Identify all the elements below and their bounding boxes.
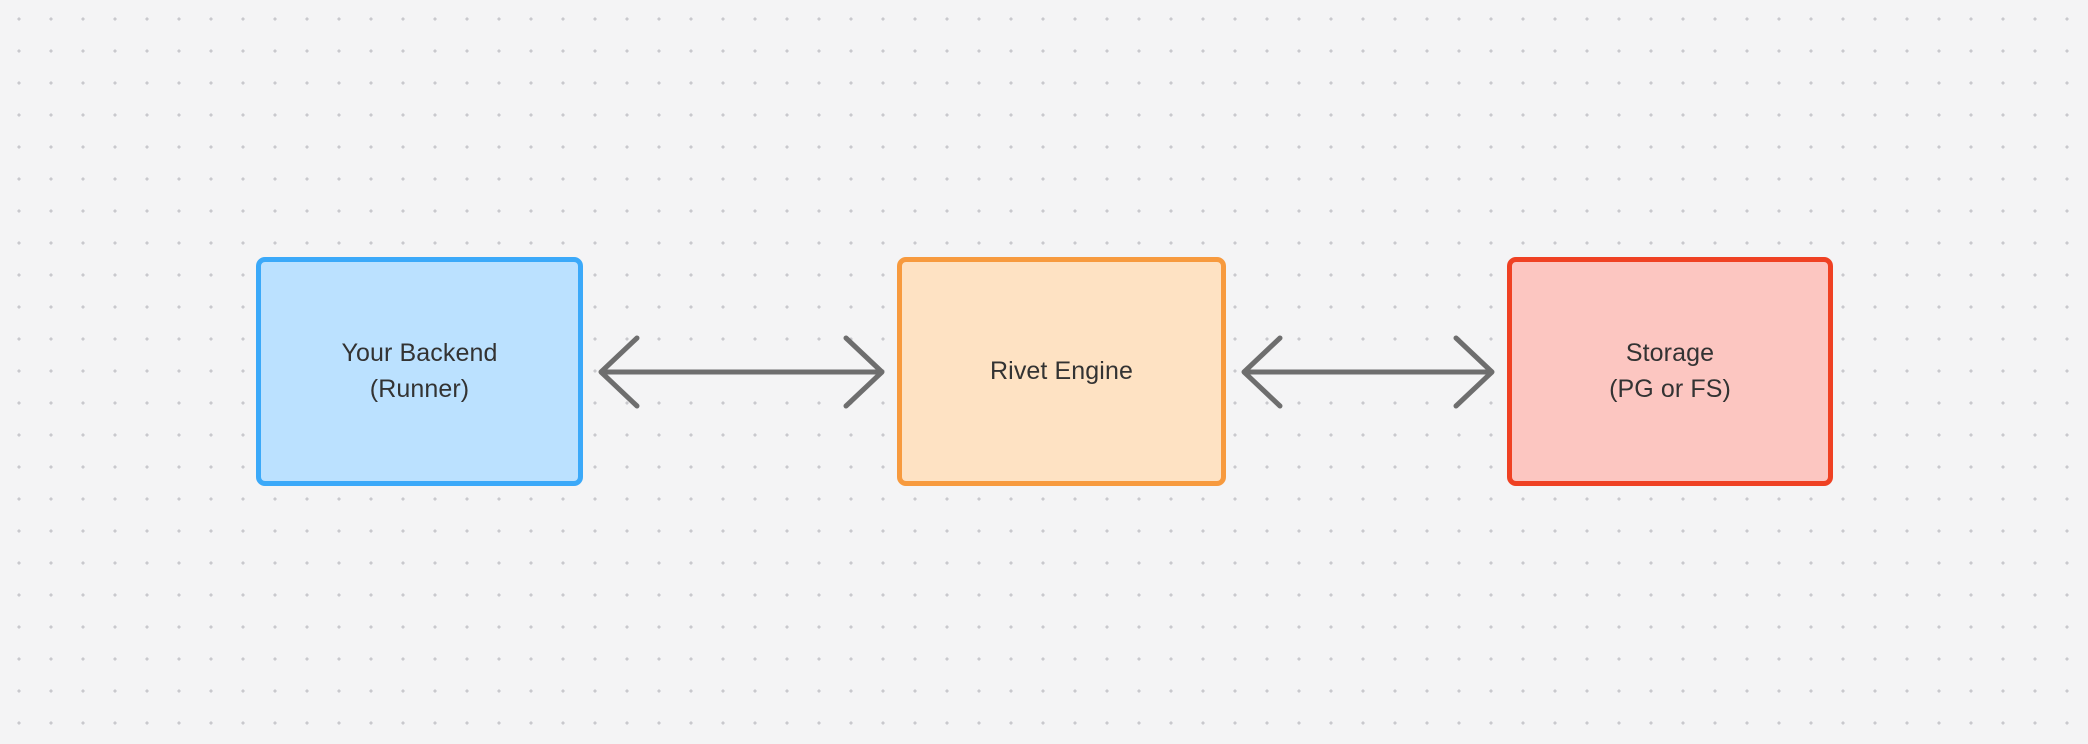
node-storage-label-line2: (PG or FS) xyxy=(1609,374,1731,403)
node-rivet-engine[interactable]: Rivet Engine xyxy=(897,257,1226,486)
node-storage-label-line1: Storage xyxy=(1625,339,1715,367)
node-backend-label-line1: Your Backend xyxy=(341,339,498,367)
node-engine-label-line1: Rivet Engine xyxy=(990,356,1133,385)
node-your-backend-runner[interactable]: Your Backend (Runner) xyxy=(256,257,583,486)
node-storage-pg-or-fs[interactable]: Storage (PG or FS) xyxy=(1507,257,1833,486)
node-backend-label-line2: (Runner) xyxy=(369,374,470,403)
